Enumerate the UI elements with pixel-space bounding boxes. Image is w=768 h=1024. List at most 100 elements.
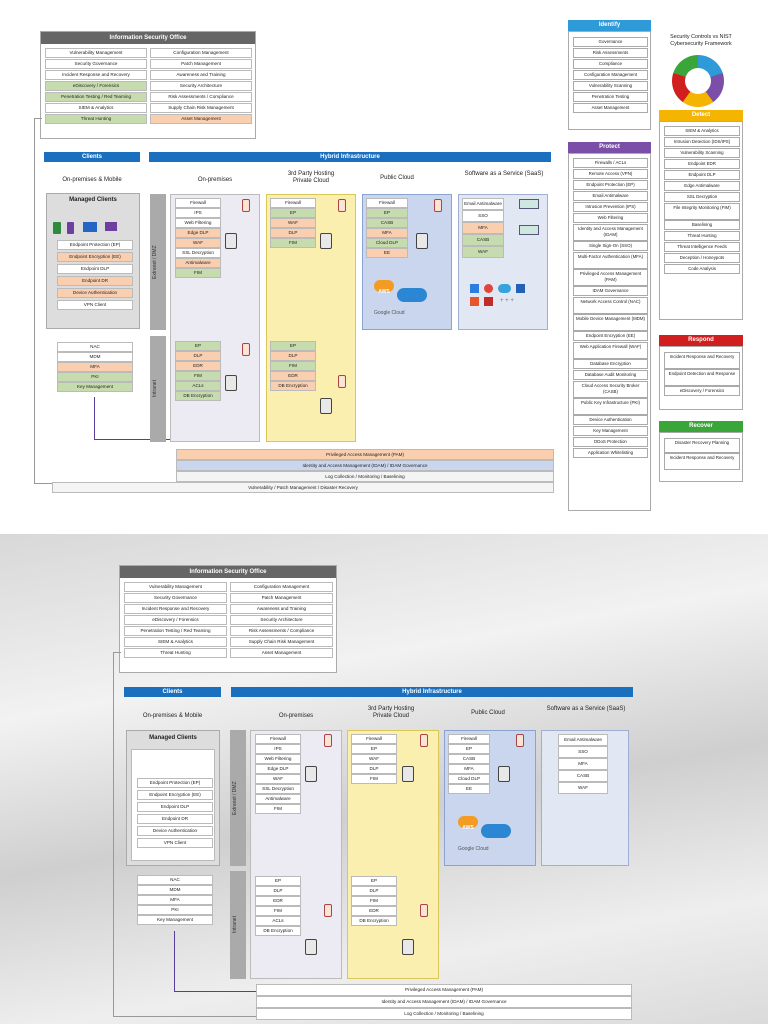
iso-item: Incident Response and Recovery xyxy=(45,70,147,80)
onprem-item: Firewall xyxy=(175,198,221,208)
onprem-item: FIM xyxy=(175,371,221,381)
nist-item: Incident Response and Recovery xyxy=(664,352,740,369)
onprem-item: DB Encryption xyxy=(255,926,301,936)
server-icon xyxy=(305,766,317,782)
third-party-item: DB Encryption xyxy=(270,381,316,391)
third-party-item: EDR xyxy=(351,906,397,916)
bar-item: Identity and Access Management (IDAM) / … xyxy=(256,996,632,1008)
firewall-icon xyxy=(420,734,428,747)
bottom-bars: Privileged Access Management (PAM)Identi… xyxy=(52,449,554,501)
saas-item: MFA xyxy=(558,758,608,770)
client-item: Endpoint Protection (EP) xyxy=(57,240,133,250)
firewall-icon xyxy=(420,904,428,917)
onprem-item: Firewall xyxy=(255,734,301,744)
bar-item: Vulnerability / Patch Management / Disas… xyxy=(52,482,554,493)
app-icon xyxy=(484,297,493,306)
bar-item: Privileged Access Management (PAM) xyxy=(256,984,632,996)
nist-item: Web Application Firewall (WAF) xyxy=(573,342,648,359)
connector-line-2 xyxy=(174,931,175,991)
bar-item: Log Collection / Monitoring / Baselining xyxy=(256,1008,632,1020)
saas-app-icons: + + + xyxy=(470,284,540,310)
nist-item: Network Access Control (NAC) xyxy=(573,297,648,314)
firewall-icon xyxy=(242,199,250,212)
saas-item: Email Antimalware xyxy=(462,198,504,210)
onprem-item: ACLs xyxy=(175,381,221,391)
nist-item: IDAM Governance xyxy=(573,286,648,296)
access-item: NAC xyxy=(57,342,133,352)
nist-item: Device Authentication xyxy=(573,415,648,425)
public-cloud-item: EE xyxy=(366,248,408,258)
nist-item: Privileged Access Management (PAM) xyxy=(573,269,648,286)
nist-item: Database Audit Monitoring xyxy=(573,370,648,380)
iso-item: Vulnerability Management xyxy=(124,582,227,592)
nist-item: Single Sign-On (SSO) xyxy=(573,241,648,251)
connector-line xyxy=(94,397,95,439)
third-party-item: DLP xyxy=(351,764,397,774)
third-party-item: FIM xyxy=(351,896,397,906)
nist-item: Endpoint EDR xyxy=(664,159,740,169)
google-cloud-logo: Google Cloud xyxy=(374,310,434,316)
aws-text: AWS xyxy=(378,289,390,295)
public-cloud-item: Firewall xyxy=(366,198,408,208)
third-party-item: FIM xyxy=(270,238,316,248)
recover-header: Recover xyxy=(659,421,743,432)
nist-item: Remote Access (VPN) xyxy=(573,169,648,179)
extranet-label-2: Extranet / DMZ xyxy=(232,781,238,815)
third-party-label: 3rd Party Hosting Private Cloud xyxy=(287,171,335,184)
connector-line xyxy=(94,439,174,440)
iso-item: Configuration Management xyxy=(230,582,333,592)
bar-item: Privileged Access Management (PAM) xyxy=(176,449,554,460)
public-cloud-label: Public Cloud xyxy=(380,175,414,181)
client-item: Endpoint Encryption (EE) xyxy=(57,252,133,262)
client-item: VPN Client xyxy=(137,838,213,848)
hybrid-header-2: Hybrid Infrastructure xyxy=(231,687,633,697)
nist-item: Mobile Device Management (MDM) xyxy=(573,314,648,331)
connector-line-2 xyxy=(113,1016,256,1017)
iso-item: Penetration Testing / Red Teaming xyxy=(45,92,147,102)
nist-item: eDiscovery / Forensics xyxy=(664,386,740,396)
azure-cloud-logo-2 xyxy=(481,824,511,838)
onprem-item: SSL Decryption xyxy=(175,248,221,258)
nist-title: Security Controls vs NIST Cybersecurity … xyxy=(670,34,732,47)
public-cloud-item: CASB xyxy=(448,754,490,764)
third-party-item: EP xyxy=(270,208,316,218)
access-item: MFA xyxy=(57,362,133,372)
aws-logo: AWS xyxy=(374,280,394,295)
nist-wheel xyxy=(672,55,724,107)
client-item: Endpoint DLP xyxy=(137,802,213,812)
iso-item: Security Governance xyxy=(45,59,147,69)
public-cloud-item: EP xyxy=(448,744,490,754)
nist-item: Endpoint Protection (EP) xyxy=(573,180,648,190)
third-party-item: WAF xyxy=(351,754,397,764)
nist-item: Endpoint Encryption (EE) xyxy=(573,331,648,341)
nist-item: Incident Response and Recovery xyxy=(664,453,740,470)
iso-item: Risk Assessments / Compliance xyxy=(230,626,333,636)
nist-item: Firewalls / ACLs xyxy=(573,158,648,168)
saas-item: SSO xyxy=(462,210,504,222)
nist-item: Threat Intelligence Feeds xyxy=(664,242,740,252)
server-icon xyxy=(305,939,317,955)
onprem-item: EDR xyxy=(175,361,221,371)
google-cloud-text-2: Google Cloud xyxy=(458,846,489,852)
onprem-item: FIM xyxy=(255,804,301,814)
nist-item: Database Encryption xyxy=(573,359,648,369)
client-item: Device Authentication xyxy=(57,288,133,298)
iso-item: Threat Hunting xyxy=(124,648,227,658)
iso-item: eDiscovery / Forensics xyxy=(124,615,227,625)
onprem-item: SSL Decryption xyxy=(255,784,301,794)
firewall-icon xyxy=(434,199,442,212)
public-cloud-label-2: Public Cloud xyxy=(471,710,505,716)
nist-item: Identity and Access Management (IDAM) xyxy=(573,224,648,241)
nist-item: Asset Management xyxy=(573,103,648,113)
server-icon xyxy=(320,233,332,249)
public-cloud-item: EE xyxy=(448,784,490,794)
bar-item: Identity and Access Management (IDAM) / … xyxy=(176,460,554,471)
onprem-item: DLP xyxy=(175,351,221,361)
server-icon xyxy=(402,939,414,955)
saas-item: WAF xyxy=(558,782,608,794)
nist-item: File Integrity Monitoring (FIM) xyxy=(664,203,740,220)
